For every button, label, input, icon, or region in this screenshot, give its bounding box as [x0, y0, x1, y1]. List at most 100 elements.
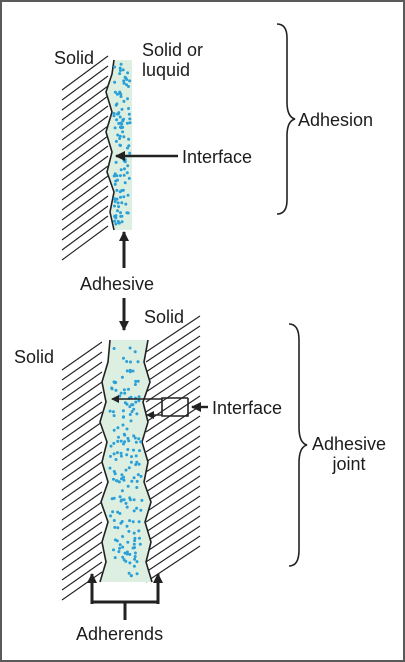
adhesive-dot — [128, 79, 132, 83]
top-solid-hatching — [61, 55, 109, 261]
adhesive-dot — [125, 369, 129, 373]
hatch-line — [61, 215, 109, 251]
adhesive-dot — [120, 220, 124, 224]
adhesive-dot — [128, 405, 132, 409]
adhesive-dot — [113, 172, 117, 176]
adhesive-dot — [124, 501, 128, 505]
adhesive-dot — [123, 391, 127, 395]
adhesive-dot — [127, 107, 130, 110]
adhesive-dot — [121, 130, 125, 134]
adhesive-dot — [130, 479, 134, 483]
adhesive-dot — [132, 434, 136, 438]
adhesive-dot — [112, 197, 116, 201]
adhesive-dot — [120, 122, 124, 126]
adhesive-dot — [118, 137, 122, 140]
adhesive-dot — [116, 526, 120, 530]
adhesive-dot — [116, 209, 119, 213]
adhesive-dot — [118, 546, 122, 550]
adhesive-dot — [125, 427, 129, 431]
adhesive-dot — [128, 370, 132, 374]
hatch-line — [145, 515, 201, 553]
adhesive-dot — [128, 413, 132, 416]
adhesive-dot — [128, 346, 132, 350]
adhesion-label: Adhesion — [298, 110, 374, 130]
adhesive-dot — [112, 441, 116, 445]
adhesive-dot — [134, 463, 138, 467]
adhesive-dot — [132, 564, 136, 568]
hatch-line — [61, 185, 109, 221]
adhesive-dot — [112, 347, 116, 350]
adhesive-dot — [117, 435, 120, 439]
adhesive-dot — [109, 444, 113, 448]
adhesive-dot — [120, 489, 124, 493]
adhesive-dot — [121, 545, 125, 549]
adhesive-dot — [132, 476, 136, 480]
adhesive-dot — [112, 477, 115, 481]
bottom-left-interface-line — [99, 339, 111, 583]
adhesive-dot — [109, 454, 112, 458]
adhesive-dot — [127, 137, 131, 141]
adhesive-dot — [137, 437, 141, 441]
adherends-label: Adherends — [76, 624, 164, 644]
adhesive-dot — [137, 520, 141, 524]
adhesive-dot — [135, 572, 139, 576]
adhesive-dot — [119, 168, 123, 172]
adhesive-dot — [112, 428, 116, 432]
adhesive-dot — [137, 395, 141, 399]
adhesive-dot — [120, 473, 124, 477]
adhesive-dot — [122, 442, 125, 446]
hatch-line — [61, 75, 109, 111]
hatch-line — [61, 351, 103, 381]
adhesive-dot — [122, 135, 126, 139]
adhesive-dot — [108, 466, 112, 470]
adhesive-dot — [125, 121, 129, 125]
adhesive-dot — [122, 173, 126, 177]
adhesive-dot — [114, 388, 118, 392]
adhesive-dot — [118, 512, 122, 515]
adhesive-dot — [130, 410, 134, 414]
adhesive-dot — [121, 535, 125, 538]
adhesive-dot — [128, 498, 132, 502]
interface-bracket — [161, 397, 189, 417]
adhesive-dot — [131, 520, 135, 524]
adhesive-dot — [132, 448, 135, 452]
adhesive-dot — [114, 222, 118, 226]
hatch-line — [145, 425, 201, 463]
adhesive-dot — [133, 350, 137, 354]
adhesive-dot — [135, 479, 139, 483]
hatch-line — [145, 485, 201, 523]
adhesive-dot — [122, 478, 126, 482]
adhesive-dot — [121, 423, 125, 427]
adhesive-dot — [113, 472, 117, 476]
hatch-line — [61, 421, 103, 451]
adhesive-dot — [125, 524, 129, 528]
adhesive-dot — [119, 195, 122, 199]
adhesive-dot — [113, 219, 116, 223]
adhesive-dot — [119, 126, 123, 130]
hatch-line — [61, 441, 103, 471]
adhesive-dot — [120, 201, 124, 205]
adhesive-dot — [133, 551, 137, 555]
adhesive-dot — [128, 561, 132, 565]
hatch-line — [145, 355, 201, 393]
adhesive-dot — [133, 383, 137, 386]
adhesive-dot — [133, 546, 136, 550]
adhesive-dot — [129, 460, 133, 464]
adhesive-dot — [119, 391, 123, 395]
hatch-line — [145, 475, 201, 513]
hatch-line — [61, 521, 103, 551]
hatch-line — [61, 135, 109, 171]
hatch-line — [145, 495, 201, 533]
adhesive-dot — [127, 85, 130, 88]
hatch-line — [61, 195, 109, 231]
hatch-line — [61, 451, 103, 481]
hatch-line — [145, 375, 201, 413]
adhesive-dot — [119, 214, 123, 218]
adhesive-dot — [112, 496, 116, 500]
adhesive-dot — [135, 560, 139, 564]
adhesive-dot — [115, 539, 119, 543]
adhesive-dot — [135, 486, 139, 489]
adhesive-dot — [114, 458, 118, 461]
adhesive-dot — [126, 97, 129, 101]
